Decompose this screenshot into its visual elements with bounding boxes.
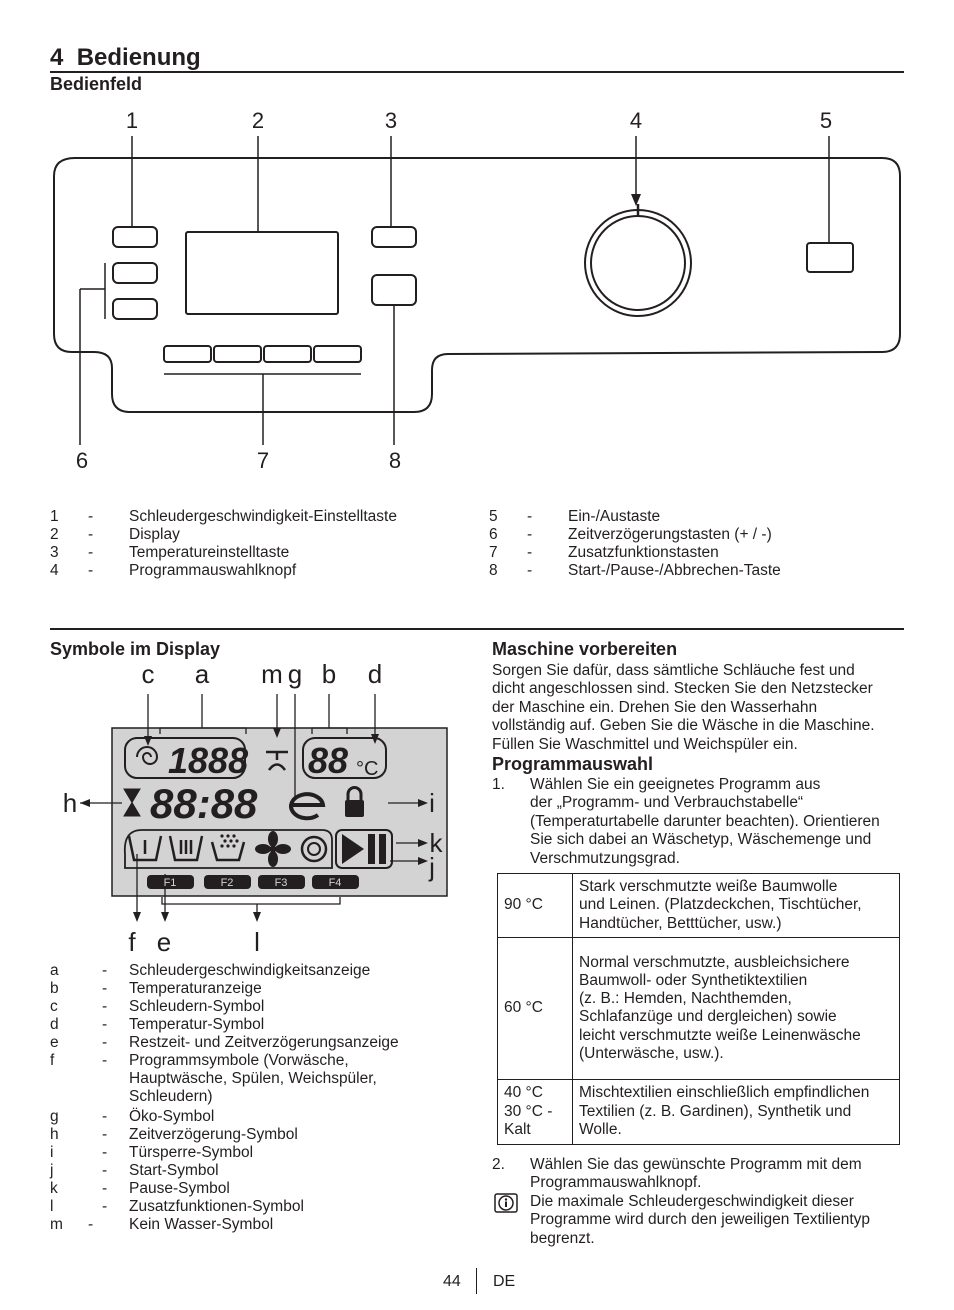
section-rule [50,71,904,73]
hourglass-icon [123,788,141,817]
program-row-frame [123,829,333,869]
language-code: DE [493,1273,516,1290]
callout-2: 2 [252,108,264,133]
temp-cell: 90 °C [497,873,573,938]
delay-minus-button [112,298,158,320]
letter-b: b [322,659,336,689]
pause-icon-bar-1 [368,834,375,864]
legend-item: f-Programmsymbole (Vorwäsche,Hauptwäsche… [50,1052,377,1105]
program-heading: Programmauswahl [492,754,654,774]
softener-icon [255,831,291,867]
symbols-legend: a-Schleudergeschwindigkeitsanzeige b-Tem… [50,962,470,1238]
mainwash-icon [168,835,204,862]
program-step-2: 2. Wählen Sie das gewünschte Programm mi… [492,1156,862,1192]
prepare-heading: Maschine vorbereiten [492,639,678,659]
callout-7: 7 [257,448,269,473]
letter-l: l [254,927,260,957]
temperature-button [371,226,417,248]
letter-h: h [63,788,77,818]
aux-button-3 [263,345,312,363]
program-step-1: 1. Wählen Sie ein geeignetes Programm au… [492,776,880,867]
delay-plus-button [112,262,158,284]
divider-rule [50,628,904,630]
letter-c: c [142,659,155,689]
letter-k: k [430,828,444,858]
table-row: 60 °C Normal verschmutzte, ausbleichsich… [497,936,900,1080]
pause-icon-bar-2 [379,834,386,864]
desc-cell: Mischtextilien einschließlich empfindlic… [572,1078,900,1145]
control-panel-diagram: 1 2 3 4 5 6 7 8 [53,108,901,473]
spin-symbol-frame [124,737,246,779]
spin-program-icon [300,835,328,863]
page-number: 44 [443,1273,461,1290]
panel-outline [53,157,901,413]
time-digits: 88:88 [150,780,258,827]
function-key-f3: F3 [275,877,288,889]
callout-5: 5 [820,108,832,133]
function-key-f2: F2 [221,877,234,889]
letter-j: j [428,852,435,882]
footer-divider [476,1268,477,1294]
temp-symbol-frame [302,737,387,779]
temp-digits: 88 [308,740,348,781]
callout-1: 1 [126,108,138,133]
section-title: Bedienung [76,44,201,71]
prewash-icon [127,835,163,862]
callout-8: 8 [389,448,401,473]
letter-f: f [128,927,136,957]
rinse-icon [210,841,246,862]
letter-a: a [195,659,210,689]
display-symbols-diagram: c a m g b d h i k j f e l [63,659,448,957]
letter-e: e [157,927,171,957]
letter-m: m [261,659,283,689]
letter-g: g [288,659,302,689]
lock-icon-body [345,800,364,817]
prepare-text: Sorgen Sie dafür, dass sämtliche Schläuc… [492,662,875,753]
rinse-dots [220,834,239,848]
control-legend-right: 5-Ein-/Austaste 6-Zeitverzögerungstasten… [489,508,781,579]
power-button [806,242,854,273]
callout-6: 6 [76,448,88,473]
temp-cell: 60 °C [497,936,573,1080]
spin-icon [136,746,159,765]
aux-button-1 [163,345,212,363]
aux-button-2 [213,345,262,363]
lcd-segments: 1888 88 °C 88:88 [123,737,393,869]
program-knob [584,209,692,317]
temp-unit: °C [356,758,378,780]
display-window [185,231,339,315]
start-icon [342,834,364,864]
info-note: Die maximale Schleudergeschwindigkeit di… [492,1193,904,1249]
section-number: 4 [50,44,64,71]
spin-digits: 1888 [168,740,248,781]
spin-button [112,226,158,248]
display-symbols-heading: Symbole im Display [50,639,221,659]
function-keys: F1 F2 F3 F4 [147,875,359,889]
eco-icon [289,792,326,821]
control-panel-heading: Bedienfeld [50,74,143,94]
control-legend-left: 1-Schleudergeschwindigkeit-Einstelltaste… [50,508,397,579]
callout-3: 3 [385,108,397,133]
letter-i: i [429,788,435,818]
section-heading: 4 Bedienung [50,44,201,72]
aux-button-4 [313,345,362,363]
function-key-f4: F4 [329,877,342,889]
callout-4: 4 [630,108,642,133]
lock-icon-shackle [346,786,363,800]
info-icon [494,1193,518,1213]
function-key-f1: F1 [164,877,177,889]
table-row: 90 °C Stark verschmutzte weiße Baumwolle… [497,873,900,938]
start-pause-button [371,274,417,306]
letter-d: d [368,659,382,689]
no-water-icon [266,750,288,771]
temperature-table: 90 °C Stark verschmutzte weiße Baumwolle… [497,873,900,1145]
start-pause-frame [335,829,393,869]
